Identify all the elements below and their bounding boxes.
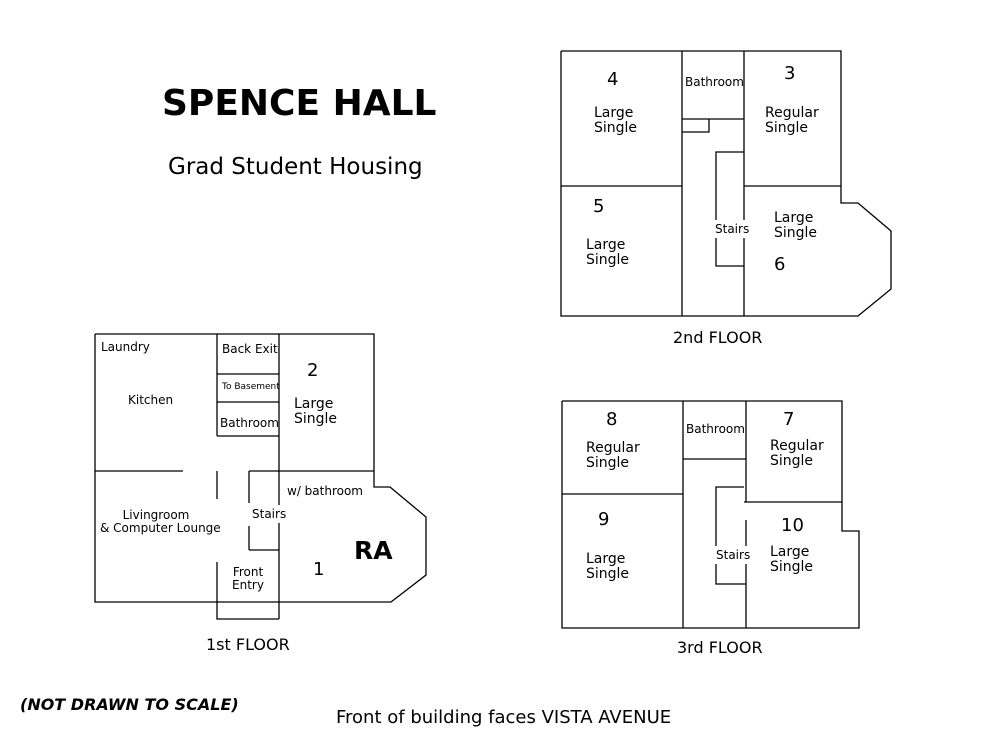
page-title: SPENCE HALL bbox=[162, 83, 437, 124]
room-10-number: 10 bbox=[781, 515, 804, 536]
room-6-number: 6 bbox=[774, 254, 786, 275]
room-7-number: 7 bbox=[783, 409, 795, 430]
floor1-label: 1st FLOOR bbox=[206, 635, 290, 654]
floor3-bathroom-label: Bathroom bbox=[686, 422, 745, 436]
ra-label: RA bbox=[354, 536, 393, 565]
floor2-bathroom-label: Bathroom bbox=[685, 75, 744, 89]
livingroom-label: Livingroom& Computer Lounge bbox=[100, 508, 221, 535]
floor1-outline bbox=[94, 333, 427, 603]
front-orientation-note: Front of building faces VISTA AVENUE bbox=[336, 707, 672, 728]
floor2-stairs-wall bbox=[715, 151, 744, 267]
floor3-stairs-wall bbox=[715, 486, 746, 585]
floor3-stairs-label: Stairs bbox=[716, 548, 751, 562]
floor3-label: 3rd FLOOR bbox=[677, 638, 763, 657]
w-bathroom-label: w/ bathroom bbox=[287, 484, 363, 498]
floor2-label: 2nd FLOOR bbox=[673, 328, 763, 347]
front-entry-wall bbox=[216, 562, 279, 620]
not-to-scale-note: (NOT DRAWN TO SCALE) bbox=[20, 695, 239, 714]
floor1-walls bbox=[94, 333, 427, 620]
room-1-number: 1 bbox=[313, 559, 325, 580]
floor2-stairs-label: Stairs bbox=[715, 222, 750, 236]
laundry-label: Laundry bbox=[101, 340, 150, 354]
back-exit-label: Back Exit bbox=[222, 342, 278, 356]
room-9-number: 9 bbox=[598, 509, 610, 530]
room-8-number: 8 bbox=[606, 409, 618, 430]
floor1-stairs-label: Stairs bbox=[252, 507, 287, 521]
floor2-walls bbox=[560, 50, 892, 317]
kitchen-label: Kitchen bbox=[128, 393, 174, 407]
room-3-number: 3 bbox=[784, 63, 796, 84]
floor3-walls bbox=[561, 400, 860, 629]
floor2-outline bbox=[560, 50, 892, 317]
page-subtitle: Grad Student Housing bbox=[168, 154, 423, 180]
room-5-number: 5 bbox=[593, 196, 605, 217]
room-4-number: 4 bbox=[607, 69, 619, 90]
floor1-bathroom-label: Bathroom bbox=[220, 416, 279, 430]
room-2-number: 2 bbox=[307, 360, 319, 381]
floor3-outline bbox=[561, 400, 860, 629]
to-basement-label: To Basement bbox=[222, 382, 280, 392]
floor2-wall bbox=[682, 119, 710, 133]
